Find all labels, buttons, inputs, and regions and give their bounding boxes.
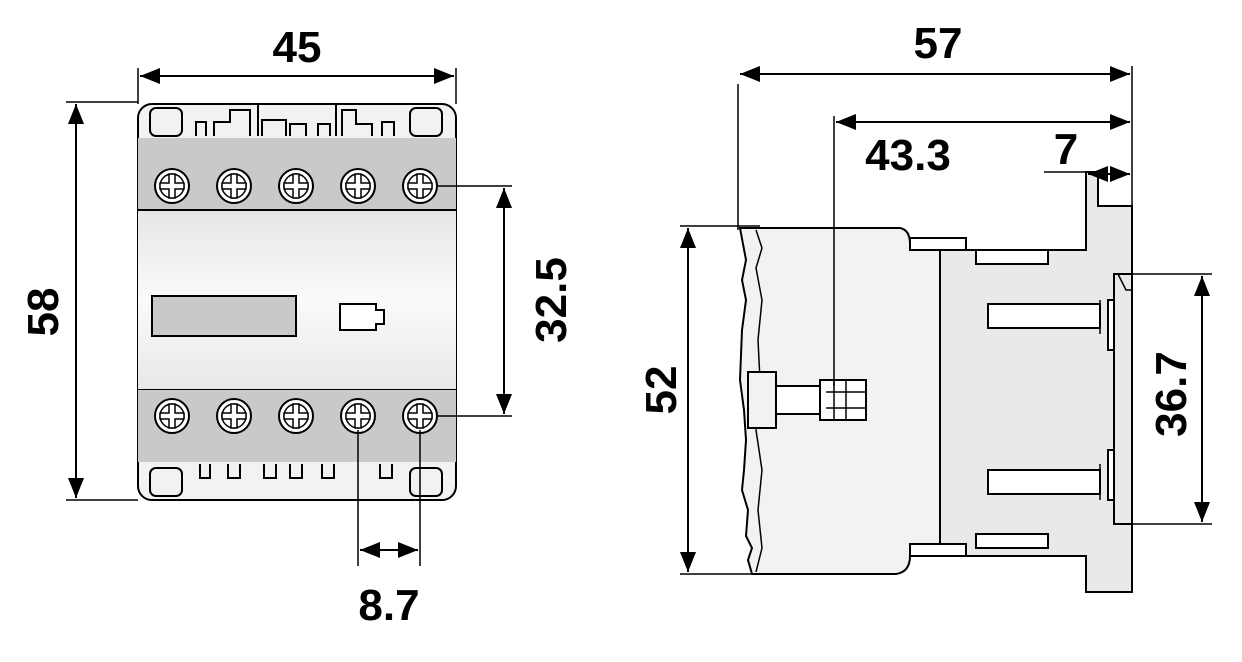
adjust-depth-dimension-label: 43.3 (865, 131, 951, 180)
height-dimension-label: 58 (19, 288, 68, 337)
label-window (151, 295, 297, 337)
slot-lower (987, 469, 1101, 495)
front-top-cap (149, 104, 443, 137)
terminal-spacing-dimension-label: 32.5 (527, 257, 576, 343)
side-body (939, 171, 1133, 593)
depth-dimension-label: 57 (914, 19, 963, 68)
rail-offset-dimension-label: 7 (1054, 125, 1078, 174)
front-view: 45 58 32.5 8.7 (19, 23, 576, 630)
slot-upper (987, 303, 1101, 329)
terminal-pitch-dimension-label: 8.7 (358, 581, 419, 630)
side-height-dimension-label: 52 (637, 366, 686, 415)
adjust-knob (747, 371, 777, 429)
din-rail-clip (1113, 273, 1133, 525)
front-bottom-cap (149, 464, 443, 497)
indicator (339, 303, 385, 331)
side-view: 57 43.3 7 52 36.7 (637, 19, 1212, 593)
width-dimension-label: 45 (273, 23, 322, 72)
rail-height-dimension-label: 36.7 (1147, 351, 1196, 437)
